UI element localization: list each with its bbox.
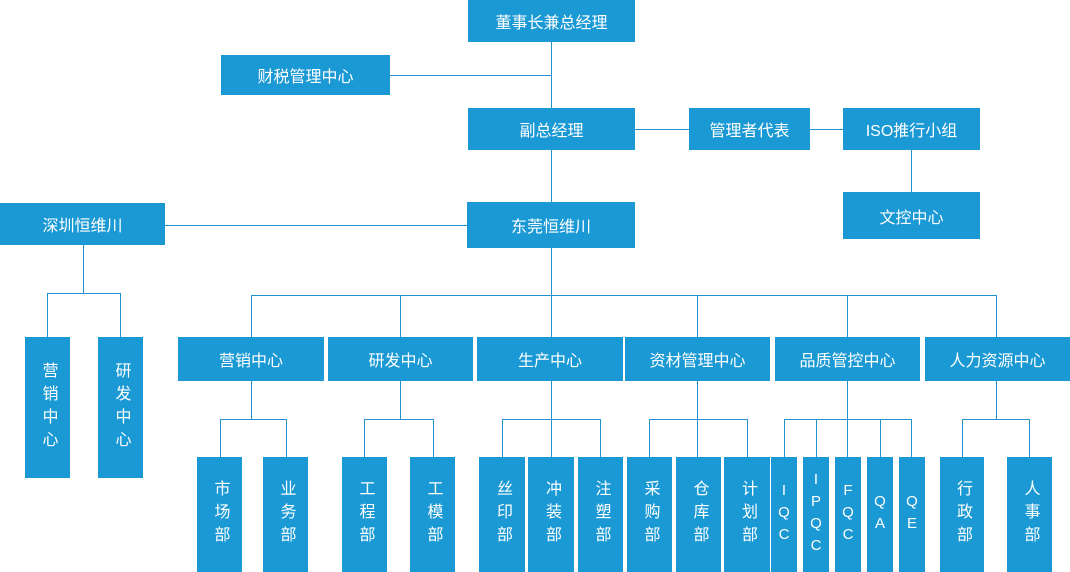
node-ipqc: IPQC xyxy=(803,457,829,572)
connector-line xyxy=(551,248,552,295)
node-admin-dept: 行政部 xyxy=(940,457,984,572)
node-engineering-dept: 工程部 xyxy=(342,457,387,572)
connector-line xyxy=(697,295,698,337)
connector-line xyxy=(400,295,401,337)
connector-line xyxy=(962,419,1029,420)
node-management-representative: 管理者代表 xyxy=(689,108,810,150)
node-personnel-dept: 人事部 xyxy=(1007,457,1052,572)
node-materials-center: 资材管理中心 xyxy=(625,337,770,381)
node-tooling-dept: 工模部 xyxy=(410,457,455,572)
node-sz-marketing-center: 营销中心 xyxy=(25,337,70,478)
node-fqc: FQC xyxy=(835,457,861,572)
connector-line xyxy=(649,419,747,420)
node-market-dept: 市场部 xyxy=(197,457,242,572)
connector-line xyxy=(551,42,552,108)
connector-line xyxy=(911,419,912,457)
node-dongguan-hengweichuan: 东莞恒维川 xyxy=(467,202,635,248)
node-silkscreen-dept: 丝印部 xyxy=(479,457,525,572)
connector-line xyxy=(433,419,434,457)
connector-line xyxy=(551,295,552,337)
connector-line xyxy=(996,381,997,419)
node-shenzhen-hengweichuan: 深圳恒维川 xyxy=(0,203,165,245)
connector-line xyxy=(400,381,401,419)
node-quality-center: 品质管控中心 xyxy=(775,337,920,381)
node-finance-tax-center: 财税管理中心 xyxy=(221,55,390,95)
connector-line xyxy=(502,419,503,457)
node-injection-dept: 注塑部 xyxy=(578,457,623,572)
node-chairman: 董事长兼总经理 xyxy=(468,0,635,42)
connector-line xyxy=(251,381,252,419)
node-iqc: IQC xyxy=(771,457,797,572)
node-deputy-general-manager: 副总经理 xyxy=(468,108,635,150)
node-warehouse-dept: 仓库部 xyxy=(676,457,721,572)
connector-line xyxy=(251,295,996,296)
node-business-dept: 业务部 xyxy=(263,457,308,572)
connector-line xyxy=(810,129,843,130)
connector-line xyxy=(286,419,287,457)
connector-line xyxy=(816,419,817,457)
connector-line xyxy=(364,419,365,457)
connector-line xyxy=(911,150,912,192)
connector-line xyxy=(502,419,600,420)
connector-line xyxy=(1029,419,1030,457)
node-qa: QA xyxy=(867,457,893,572)
node-iso-team: ISO推行小组 xyxy=(843,108,980,150)
connector-line xyxy=(120,293,121,337)
node-marketing-center: 营销中心 xyxy=(178,337,324,381)
node-qe: QE xyxy=(899,457,925,572)
node-document-control-center: 文控中心 xyxy=(843,192,980,239)
connector-line xyxy=(880,419,881,457)
connector-line xyxy=(649,419,650,457)
connector-line xyxy=(47,293,121,294)
node-planning-dept: 计划部 xyxy=(724,457,770,572)
node-hr-center: 人力资源中心 xyxy=(925,337,1070,381)
connector-line xyxy=(747,419,748,457)
connector-line xyxy=(165,225,467,226)
node-purchasing-dept: 采购部 xyxy=(627,457,672,572)
connector-line xyxy=(784,419,911,420)
connector-line xyxy=(390,75,551,76)
connector-line xyxy=(220,419,221,457)
connector-line xyxy=(251,295,252,337)
connector-line xyxy=(47,293,48,337)
node-production-center: 生产中心 xyxy=(477,337,623,381)
connector-line xyxy=(635,129,689,130)
node-stamping-dept: 冲装部 xyxy=(528,457,574,572)
node-sz-rd-center: 研发中心 xyxy=(98,337,143,478)
connector-line xyxy=(996,295,997,337)
connector-line xyxy=(364,419,433,420)
connector-line xyxy=(220,419,286,420)
connector-line xyxy=(962,419,963,457)
connector-line xyxy=(600,419,601,457)
connector-line xyxy=(784,419,785,457)
connector-line xyxy=(551,150,552,202)
connector-line xyxy=(847,295,848,337)
connector-line xyxy=(83,245,84,293)
node-rd-center: 研发中心 xyxy=(328,337,473,381)
